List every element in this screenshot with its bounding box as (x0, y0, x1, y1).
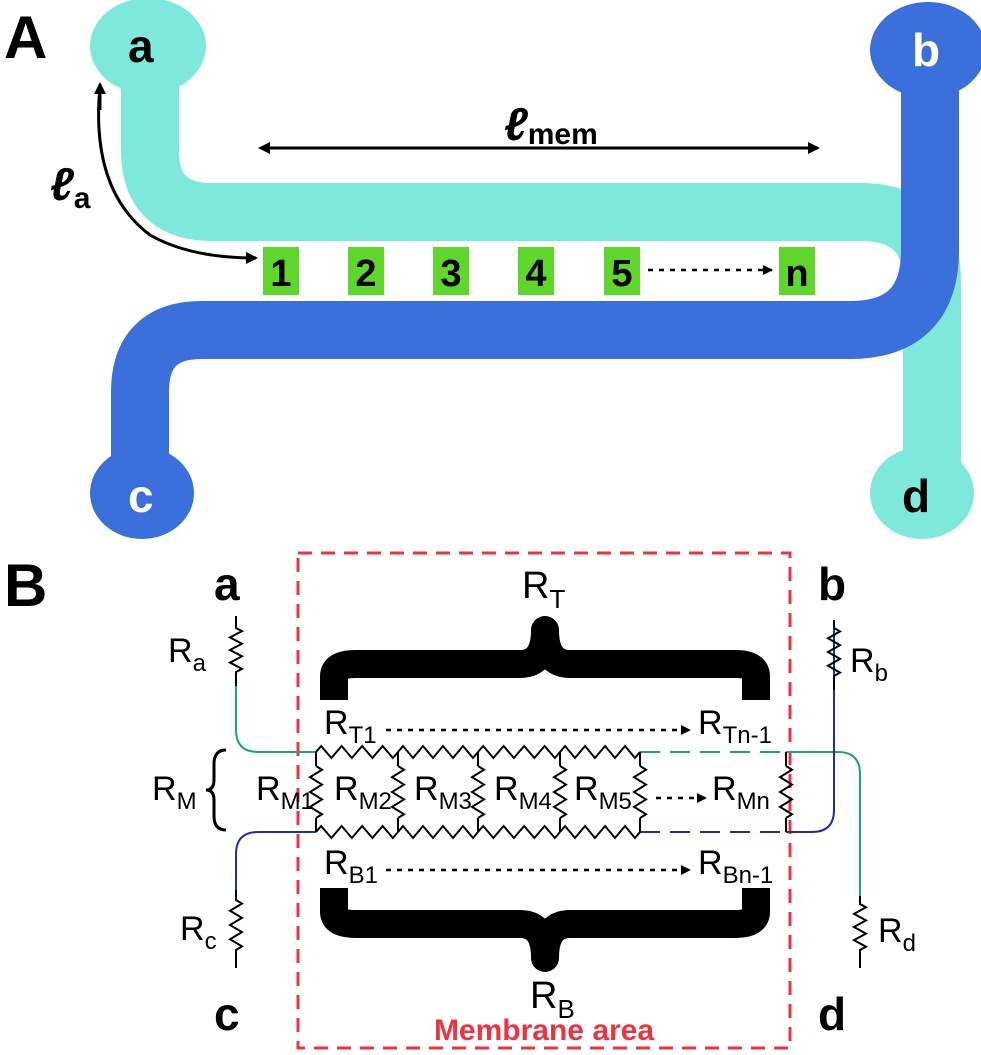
membrane-resistor-label: RM1 (256, 770, 314, 815)
membrane-resistor-label: RM4 (494, 770, 552, 815)
membrane-site-box (518, 247, 554, 295)
label-r-b-total: RB (530, 975, 575, 1024)
label-r-t: RT (522, 565, 565, 614)
membrane-site-box (433, 247, 469, 295)
reservoir-c (90, 447, 194, 539)
membrane-resistor (778, 765, 794, 819)
membrane-sites: 1 2 3 4 5 n (263, 247, 815, 295)
membrane-site: 1 (263, 247, 299, 295)
label-r-c: Rc (180, 910, 217, 955)
membrane-site: 4 (518, 247, 554, 295)
top-wire-right (786, 751, 861, 896)
membrane-resistor (470, 765, 486, 819)
top-brace (320, 616, 770, 700)
membrane-site-label: 1 (270, 253, 291, 295)
panel-b-label: B (4, 552, 47, 619)
membrane-area-caption: Membrane area (434, 1014, 654, 1047)
rm-brace (205, 748, 227, 832)
reservoir-d (870, 447, 974, 539)
resistor-r-c (228, 890, 244, 968)
port-b-label: b (912, 24, 940, 76)
port-a-label: a (128, 20, 154, 72)
membrane-resistor-label: RM2 (334, 770, 392, 815)
bottom-series-resistor (559, 824, 641, 840)
bottom-brace (320, 888, 770, 972)
inlet-length-label: ℓa (50, 158, 91, 215)
panel-a-label: A (4, 4, 47, 71)
membrane-site-label: n (785, 253, 808, 295)
membrane-resistor (308, 765, 324, 819)
membrane-site-box (263, 247, 299, 295)
port-b-label-b: b (818, 558, 846, 610)
membrane-site: 2 (348, 247, 384, 295)
membrane-site: 3 (433, 247, 469, 295)
membrane-site-box (779, 247, 815, 295)
bottom-wire (235, 831, 316, 890)
membrane-resistor (632, 765, 648, 819)
membrane-site-label: 5 (611, 253, 632, 295)
panel-a: A a b c d 1 2 3 4 5 n ℓmem ℓa (4, 0, 981, 539)
reservoir-a (90, 0, 206, 94)
top-series-resistor (315, 744, 399, 760)
membrane-resistor-label: RMn (712, 770, 770, 815)
membrane-resistor (552, 765, 568, 819)
bottom-series-resistor (315, 824, 399, 840)
membrane-site-label: 2 (355, 253, 376, 295)
top-series-resistor (397, 744, 479, 760)
bottom-wire-right (786, 620, 835, 833)
membrane-length-label: ℓmem (504, 98, 598, 151)
label-r-b1: RB1 (324, 844, 378, 889)
top-series-resistor (559, 744, 641, 760)
resistor-r-b (825, 627, 843, 677)
bottom-series-resistor (397, 824, 479, 840)
resistor-r-d (851, 896, 869, 968)
label-r-d: Rd (878, 912, 916, 957)
label-r-b: Rb (850, 642, 888, 687)
bottom-series-resistor (477, 824, 561, 840)
label-r-a: Ra (168, 632, 207, 677)
top-wire (235, 686, 316, 753)
membrane-site-box (604, 247, 640, 295)
label-r-m: RM (152, 770, 197, 815)
reservoir-b (870, 2, 981, 98)
port-a-label-b: a (214, 558, 240, 610)
top-series-resistor (477, 744, 561, 760)
membrane-resistor-labels: RM1 RM2 RM3 RM4 RM5 RMn (256, 770, 770, 815)
membrane-site: 5 (604, 247, 640, 295)
panel-b: B Membrane area a b c d RT RB RT1 RTn-1 … (4, 551, 916, 1050)
membrane-site-box (348, 247, 384, 295)
port-d-label: d (902, 470, 930, 522)
bottom-channel (111, 15, 959, 519)
port-c-label: c (128, 470, 154, 522)
membrane-resistor-label: RM3 (414, 770, 472, 815)
label-r-tn: RTn-1 (698, 704, 772, 749)
membrane-site-label: 4 (525, 253, 546, 295)
membrane-resistor (390, 765, 406, 819)
resistor-network (227, 616, 869, 968)
membrane-resistor-label: RM5 (574, 770, 632, 815)
label-r-bn: RBn-1 (698, 844, 773, 889)
inlet-length-arrow (97, 85, 258, 264)
membrane-site-label: 3 (440, 253, 461, 295)
port-d-label-b: d (818, 988, 846, 1040)
membrane-site: n (779, 247, 815, 295)
resistor-r-a (227, 616, 245, 686)
label-r-t1: RT1 (324, 704, 377, 749)
port-c-label-b: c (214, 988, 240, 1040)
